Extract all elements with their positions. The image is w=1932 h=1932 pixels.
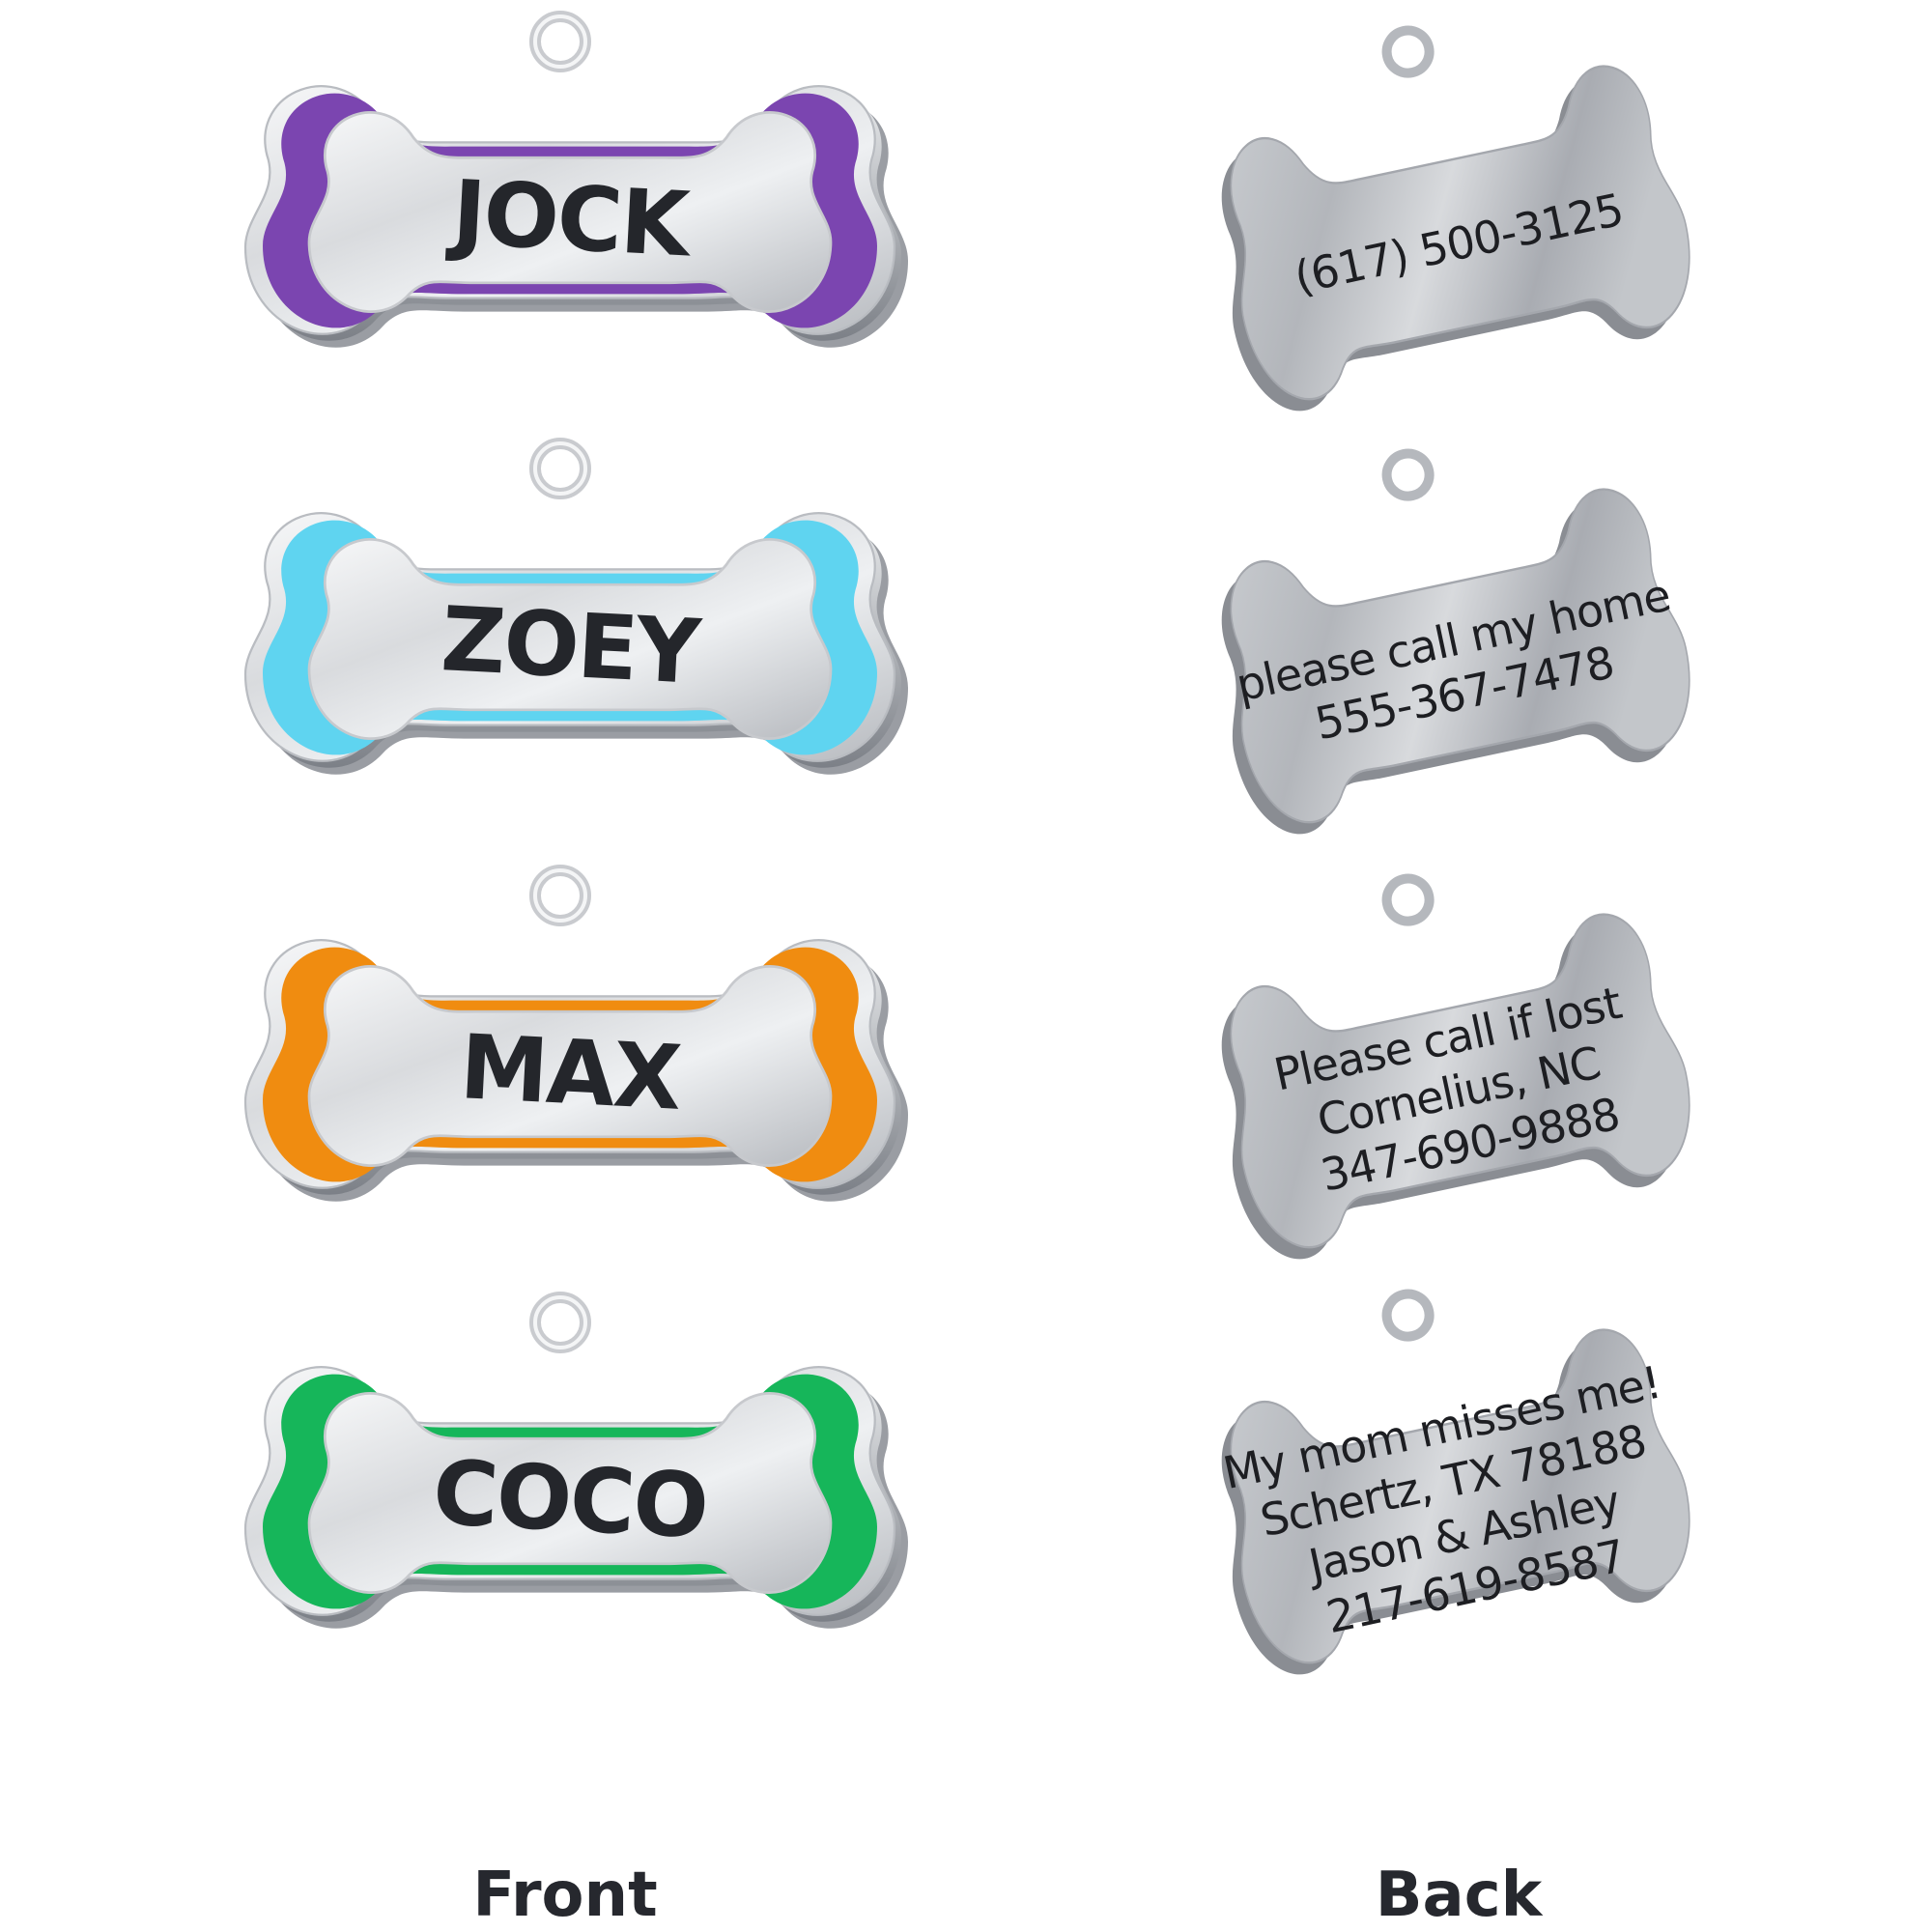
back-tag-4: My mom misses me!Schertz, TX 78188Jason … [1198,1289,1707,1686]
ring-icon [1381,448,1435,501]
ring-icon [1381,1289,1435,1342]
front-tag-jock: JOCK [243,11,908,348]
ring-icon [1381,25,1435,78]
front-tag-max: MAX [243,865,908,1202]
front-tag-zoey: ZOEY [243,438,908,775]
front-label: Front [472,1860,658,1931]
tag-name: MAX [458,1015,684,1130]
back-label: Back [1375,1860,1543,1931]
ring-icon [1381,873,1435,926]
front-tags-column: JOCK ZOEY MAX COCO [243,11,908,1629]
back-tag-1: (617) 500-3125 [1198,25,1707,422]
front-tag-coco: COCO [243,1292,908,1629]
tag-name: ZOEY [439,587,704,704]
tag-name: JOCK [444,160,696,276]
tag-name: COCO [431,1441,710,1559]
